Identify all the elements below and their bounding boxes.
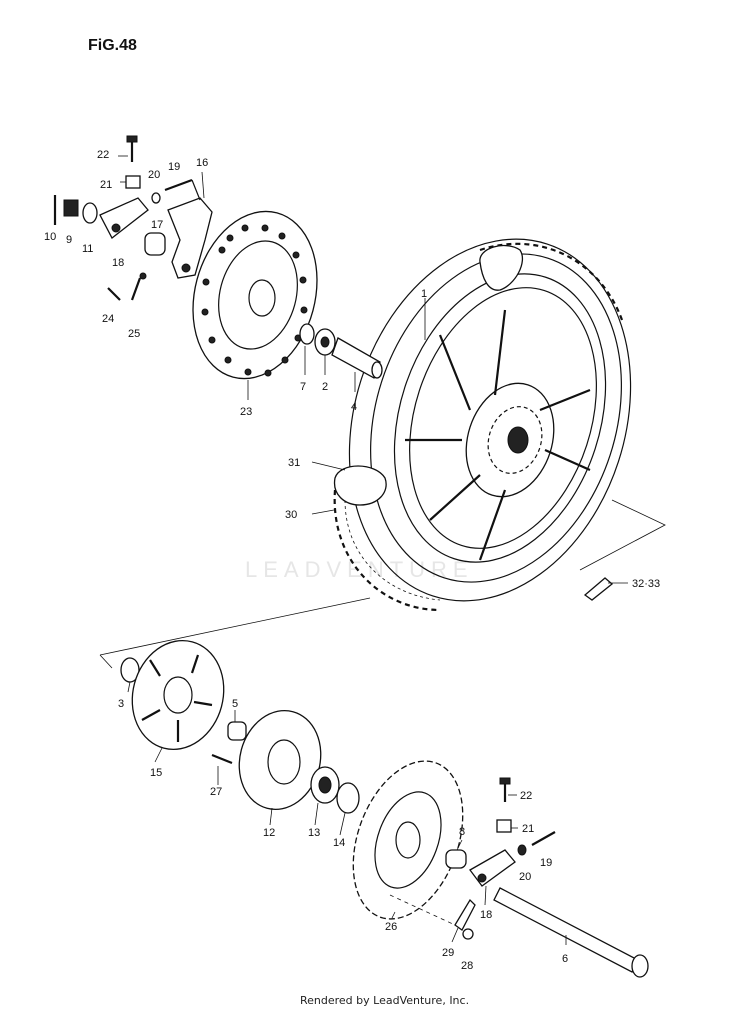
collar-17: [144, 232, 166, 256]
seal-14: [336, 782, 360, 814]
callout-23: 23: [240, 406, 252, 418]
bearing-2: [314, 328, 336, 356]
nut-28: [462, 928, 474, 940]
callout-20-lower: 20: [519, 871, 531, 883]
drum-12: [238, 709, 322, 811]
guide-line-right: [579, 499, 666, 571]
callout-12: 12: [263, 827, 275, 839]
stud-27: [211, 753, 233, 765]
bolt-22-lower: [499, 777, 511, 802]
clip-25: [130, 272, 147, 301]
callout-30: 30: [285, 509, 297, 521]
callout-17: 17: [151, 219, 163, 231]
adjuster-18-lower: [469, 849, 516, 887]
callout-28: 28: [461, 960, 473, 972]
callout-8: 8: [459, 826, 465, 838]
clip-32-33: [583, 577, 614, 601]
callout-29: 29: [442, 947, 454, 959]
callouts: 1 2 3 4 5 6 7 8 9 10 11 12 13 14 15 16 1…: [44, 149, 660, 972]
callout-19-lower: 19: [540, 857, 552, 869]
nut-9: [63, 199, 79, 217]
callout-3: 3: [118, 698, 124, 710]
callout-18-upper: 18: [112, 257, 124, 269]
collar-8: [445, 849, 467, 869]
washer-20-lower: [517, 844, 527, 856]
watermark: LEADVENTURE: [245, 557, 474, 582]
callout-18-lower: 18: [480, 909, 492, 921]
callout-11: 11: [82, 243, 93, 255]
callout-27: 27: [210, 786, 222, 798]
bearing-13: [310, 766, 340, 804]
callout-26: 26: [385, 921, 397, 933]
adjuster-18: [99, 197, 149, 239]
callout-14: 14: [333, 837, 345, 849]
rear-wheel: [333, 238, 632, 612]
pin-24: [107, 287, 121, 301]
callout-22-upper: 22: [97, 149, 109, 161]
figure-title: FiG.48: [88, 37, 137, 54]
callout-4: 4: [351, 401, 357, 413]
callout-24: 24: [102, 313, 114, 325]
callout-21-lower: 21: [522, 823, 534, 835]
callout-22-lower: 22: [520, 790, 532, 802]
callout-25: 25: [128, 328, 140, 340]
callout-13: 13: [308, 827, 320, 839]
axle-6: [493, 887, 649, 978]
brake-disc-23: [192, 210, 318, 380]
sprocket-26: [352, 760, 464, 920]
bolt-22: [126, 135, 138, 162]
callout-15: 15: [150, 767, 162, 779]
bolt-19-lower: [531, 831, 556, 846]
caliper-bracket-16: [167, 179, 213, 279]
guide-line-left: [99, 597, 371, 656]
callout-5: 5: [232, 698, 238, 710]
spacer-7: [299, 323, 315, 345]
callout-2: 2: [322, 381, 328, 393]
nut-21-lower: [496, 819, 512, 833]
leader-lines: [118, 155, 628, 945]
bolt-19: [164, 178, 193, 192]
callout-19-upper: 19: [168, 161, 180, 173]
callout-10: 10: [44, 231, 56, 243]
damper-15: [131, 639, 225, 751]
callout-21-upper: 21: [100, 179, 112, 191]
callout-1: 1: [421, 288, 427, 300]
callout-16: 16: [196, 157, 208, 169]
callout-20-upper: 20: [148, 169, 160, 181]
callout-32-33: 32·33: [632, 578, 660, 590]
collar-5: [227, 721, 247, 741]
sleeve-4: [331, 337, 383, 379]
callout-31: 31: [288, 457, 300, 469]
callout-6: 6: [562, 953, 568, 965]
washer-11: [82, 202, 98, 224]
lock-plate-29: [454, 898, 476, 931]
washer-20: [151, 192, 161, 204]
footer-credit: Rendered by LeadVenture, Inc.: [300, 994, 469, 1007]
callout-7: 7: [300, 381, 306, 393]
nut-21: [125, 175, 141, 189]
callout-9: 9: [66, 234, 72, 246]
